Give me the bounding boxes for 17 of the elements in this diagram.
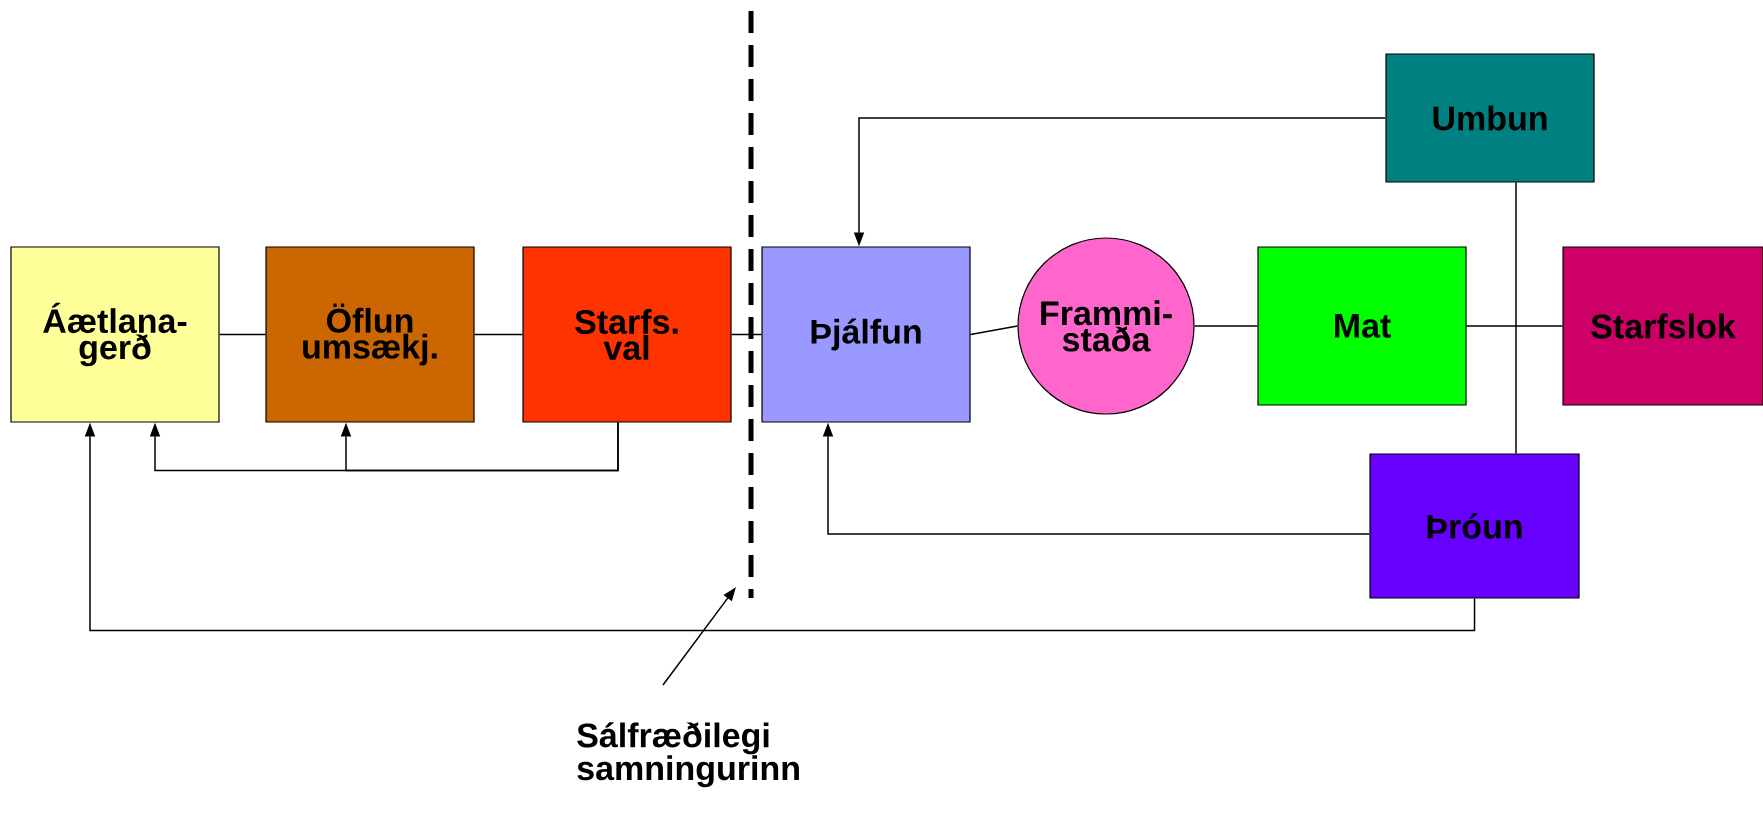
process-box: Þróun [1369,453,1580,599]
process-box: Áætlana-gerð [10,246,220,423]
connector-line [730,333,763,336]
connector-line [1193,325,1259,327]
process-box: Starfslok [1562,246,1763,406]
connector-line [969,325,1019,336]
connector-line [218,333,267,336]
connector-line [473,333,524,336]
connector-line [1515,181,1517,455]
process-box: Starfs. val [522,246,732,423]
process-box: Mat [1257,246,1467,406]
process-box: Öflun umsækj. [265,246,475,423]
arrow [149,421,619,472]
caption-text: Sálfræðilegi samningurinn [577,722,799,788]
process-box: Þjálfun [761,246,971,423]
process-box: Umbun [1385,53,1595,183]
connector-line [1465,325,1564,327]
